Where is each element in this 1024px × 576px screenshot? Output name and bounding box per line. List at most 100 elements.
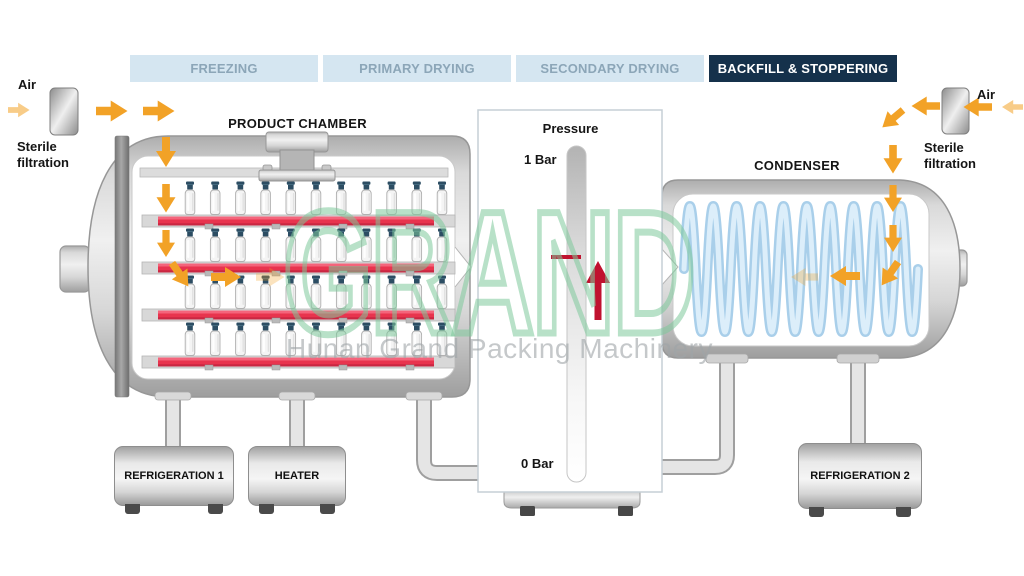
- pressure-rising-arrow: [586, 261, 610, 320]
- refrigeration1-label: REFRIGERATION 1: [124, 470, 224, 482]
- flow-arrow: [963, 97, 992, 117]
- equipment-foot: [896, 507, 911, 517]
- shelf-highlight: [158, 263, 434, 267]
- shelf-tab: [204, 223, 214, 230]
- flow-arrow: [911, 96, 940, 116]
- shelf-red-bar: [158, 263, 434, 273]
- equipment-foot: [320, 504, 335, 514]
- heater-label: HEATER: [274, 470, 320, 482]
- shelf-tab: [338, 270, 348, 277]
- pipe-inner: [418, 398, 479, 479]
- panel-foot-left: [520, 506, 535, 516]
- flow-arrow: [96, 100, 128, 122]
- shelf-tab: [405, 270, 415, 277]
- flow-arrow: [883, 145, 903, 174]
- shelf-red-bar: [158, 310, 434, 320]
- shelf-tab: [271, 364, 281, 371]
- shelf-tab: [405, 223, 415, 230]
- panel-foot-right: [618, 506, 633, 516]
- pipe-inner: [661, 360, 733, 473]
- refrigeration1-unit: REFRIGERATION 1: [114, 446, 234, 514]
- shelf-tab: [405, 364, 415, 371]
- shelf-tab: [271, 317, 281, 324]
- tab-primary-drying[interactable]: PRIMARY DRYING: [323, 55, 511, 82]
- product-chamber-title: PRODUCT CHAMBER: [228, 116, 367, 131]
- flow-arrow: [791, 268, 818, 286]
- equipment-foot: [259, 504, 274, 514]
- shelf-tab: [338, 317, 348, 324]
- refrigeration2-unit: REFRIGERATION 2: [798, 443, 922, 517]
- flow-arrow: [143, 100, 175, 122]
- flow-arrow: [1002, 100, 1023, 114]
- pressure-setpoint-tick: [551, 255, 581, 259]
- pressure-panel: [477, 109, 663, 516]
- flow-arrow: [8, 102, 30, 118]
- pressure-max-label: 1 Bar: [524, 152, 557, 167]
- equipment-foot: [809, 507, 824, 517]
- condenser-coil-highlight: [681, 203, 921, 335]
- shelf-tab: [338, 223, 348, 230]
- tab-secondary-drying[interactable]: SECONDARY DRYING: [516, 55, 704, 82]
- shelf-tab: [338, 364, 348, 371]
- flow-arrow: [884, 185, 902, 212]
- shelf-highlight: [158, 310, 434, 314]
- shelf-tab: [271, 270, 281, 277]
- air-label-left: Air: [18, 77, 37, 92]
- shelf-highlight: [158, 216, 434, 220]
- flow-arrow: [156, 184, 176, 213]
- pipe-collar: [705, 353, 749, 364]
- sterile-filter-right: [941, 87, 970, 135]
- shelf-red-bar: [158, 357, 434, 367]
- tab-freezing[interactable]: FREEZING: [130, 55, 318, 82]
- sterile-filtration-label-right: Sterile filtration: [924, 140, 976, 172]
- shelf-red-bar: [158, 216, 434, 226]
- product-chamber-vessel: [59, 131, 472, 398]
- pipe: [661, 360, 735, 475]
- pressure-tube: [566, 145, 587, 483]
- pressure-min-label: 0 Bar: [521, 456, 554, 471]
- shelf-tab: [204, 364, 214, 371]
- condenser-vessel: [660, 179, 968, 359]
- sterile-filtration-label-left: Sterile filtration: [17, 139, 69, 171]
- flow-arrow: [884, 225, 902, 252]
- shelf-shade: [158, 223, 434, 226]
- air-label-right: Air: [977, 87, 996, 102]
- heater-unit: HEATER: [248, 446, 346, 514]
- sterile-filter-left: [49, 87, 79, 136]
- shelf-tab: [405, 317, 415, 324]
- chamber-outlet-notch: [454, 246, 472, 288]
- pipework: [165, 360, 866, 481]
- shelf-shade: [158, 364, 434, 367]
- chamber-weld-band: [114, 135, 130, 398]
- pipe: [416, 398, 479, 481]
- condenser-inlet-notch: [660, 247, 679, 287]
- equipment-foot: [208, 504, 223, 514]
- pipe-collar: [836, 353, 880, 364]
- shelf-tab: [271, 223, 281, 230]
- chamber-left-port: [59, 245, 91, 293]
- pipe-collar: [154, 391, 192, 401]
- flow-arrow: [168, 260, 189, 287]
- heated-shelves: [141, 214, 456, 371]
- shelf-tab: [204, 317, 214, 324]
- pipe-collars: [154, 353, 880, 401]
- shelf-shade: [158, 317, 434, 320]
- flow-arrow: [156, 137, 176, 167]
- pipe-collar: [278, 391, 316, 401]
- refrigeration2-label: REFRIGERATION 2: [810, 470, 910, 482]
- flow-arrows: [8, 96, 1023, 287]
- pressure-title: Pressure: [542, 121, 599, 136]
- equipment-foot: [125, 504, 140, 514]
- flow-arrow: [882, 107, 906, 128]
- flow-arrow: [881, 259, 902, 286]
- stoppering-piston: [258, 131, 336, 182]
- flow-arrow: [157, 230, 175, 257]
- flow-arrow: [830, 266, 860, 286]
- tab-backfill-stoppering[interactable]: BACKFILL & STOPPERING: [709, 55, 897, 82]
- shelf-highlight: [158, 357, 434, 361]
- flow-arrow: [211, 267, 241, 287]
- flow-arrow: [256, 267, 285, 287]
- pipe-collar: [405, 391, 443, 401]
